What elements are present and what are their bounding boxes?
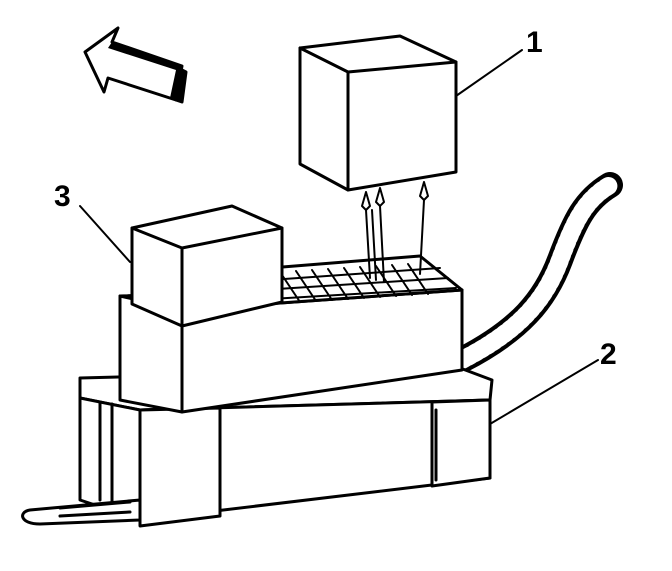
wire-loom xyxy=(449,172,623,373)
callout-label-3: 3 xyxy=(54,180,71,213)
installed-relay xyxy=(130,204,284,328)
leader-line-2 xyxy=(489,359,599,425)
callout-label-1: 1 xyxy=(526,26,543,59)
callout-label-2: 2 xyxy=(600,338,617,371)
direction-arrow-icon xyxy=(83,26,188,104)
relay xyxy=(298,34,458,283)
relay-pins xyxy=(361,181,429,283)
leader-line-1 xyxy=(455,49,523,97)
leader-line-3 xyxy=(79,205,131,263)
